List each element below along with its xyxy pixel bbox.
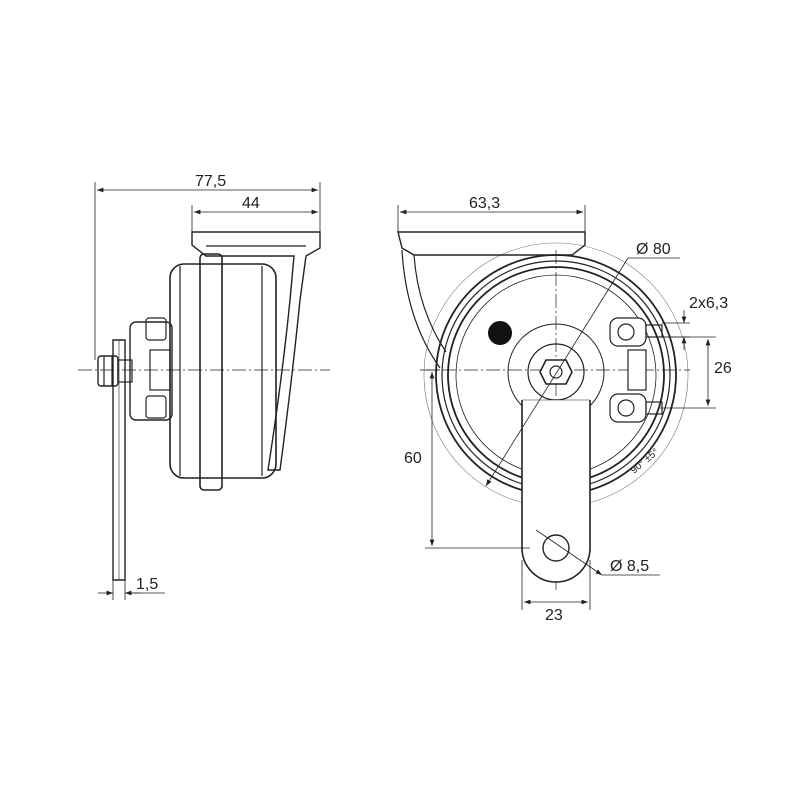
nut xyxy=(97,355,119,387)
terminal-upper xyxy=(609,317,663,347)
dim-strap-width: 23 xyxy=(545,607,563,624)
dim-bracket-width: 63,3 xyxy=(469,195,500,212)
dim-plate-thickness: 1,5 xyxy=(136,576,158,593)
dim-bracket-depth: 44 xyxy=(242,195,260,212)
mount-bracket xyxy=(191,231,321,471)
terminal-block xyxy=(129,321,173,421)
dim-terminals: 2x6,3 xyxy=(689,295,728,312)
front-flange xyxy=(199,253,223,491)
center-nut xyxy=(539,359,573,385)
mount-hole xyxy=(542,534,570,562)
dim-diameter: Ø 80 xyxy=(636,241,671,258)
mount-bracket xyxy=(397,231,586,256)
terminal-lower xyxy=(609,393,663,423)
side-dimensions xyxy=(94,182,321,600)
horn-housing xyxy=(169,263,277,479)
mounting-strap xyxy=(521,400,591,583)
front-dimensions xyxy=(397,205,716,610)
vent-dot xyxy=(488,321,512,345)
front-view xyxy=(397,231,690,590)
dim-overall-depth: 77,5 xyxy=(195,173,226,190)
dim-terminal-spacing: 26 xyxy=(714,360,732,377)
dim-hole-diameter: Ø 8,5 xyxy=(610,558,649,575)
side-view xyxy=(78,231,330,581)
dim-mount-height: 60 xyxy=(404,450,422,467)
